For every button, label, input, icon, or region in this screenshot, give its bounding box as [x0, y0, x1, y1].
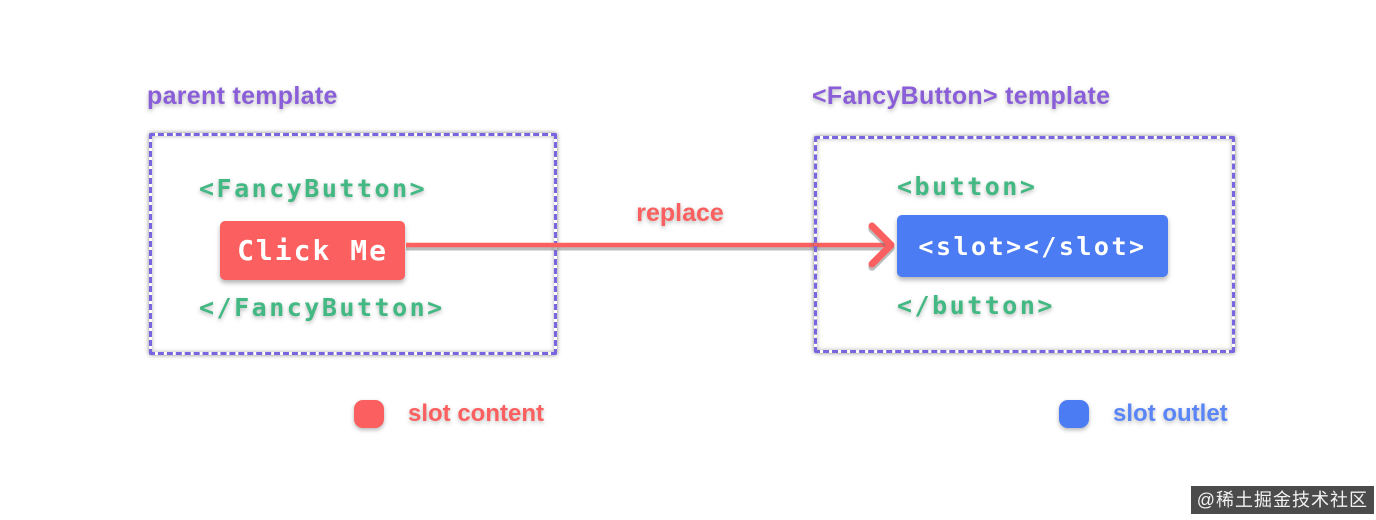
replace-label: replace — [636, 199, 724, 227]
fancybutton-close-tag: </FancyButton> — [199, 293, 445, 322]
slot-outlet-block: <slot></slot> — [897, 215, 1168, 277]
legend-slot-content: slot content — [354, 400, 544, 428]
parent-template-box: <FancyButton> Click Me </FancyButton> — [149, 133, 557, 355]
fancybutton-template-box: <button> <slot></slot> </button> — [814, 136, 1235, 353]
button-open-tag: <button> — [897, 172, 1038, 201]
click-me-button: Click Me — [220, 221, 405, 280]
button-close-tag: </button> — [897, 291, 1055, 320]
watermark: @稀土掘金技术社区 — [1190, 486, 1374, 514]
fancybutton-open-tag: <FancyButton> — [199, 174, 428, 203]
legend-slot-outlet: slot outlet — [1059, 400, 1228, 428]
fancybutton-template-title: <FancyButton> template — [812, 82, 1111, 110]
slot-outlet-marker-icon — [1059, 400, 1089, 428]
slot-outlet-label: slot outlet — [1113, 400, 1228, 427]
parent-template-title: parent template — [147, 82, 338, 110]
slot-content-label: slot content — [408, 400, 544, 427]
slot-content-marker-icon — [354, 400, 384, 428]
